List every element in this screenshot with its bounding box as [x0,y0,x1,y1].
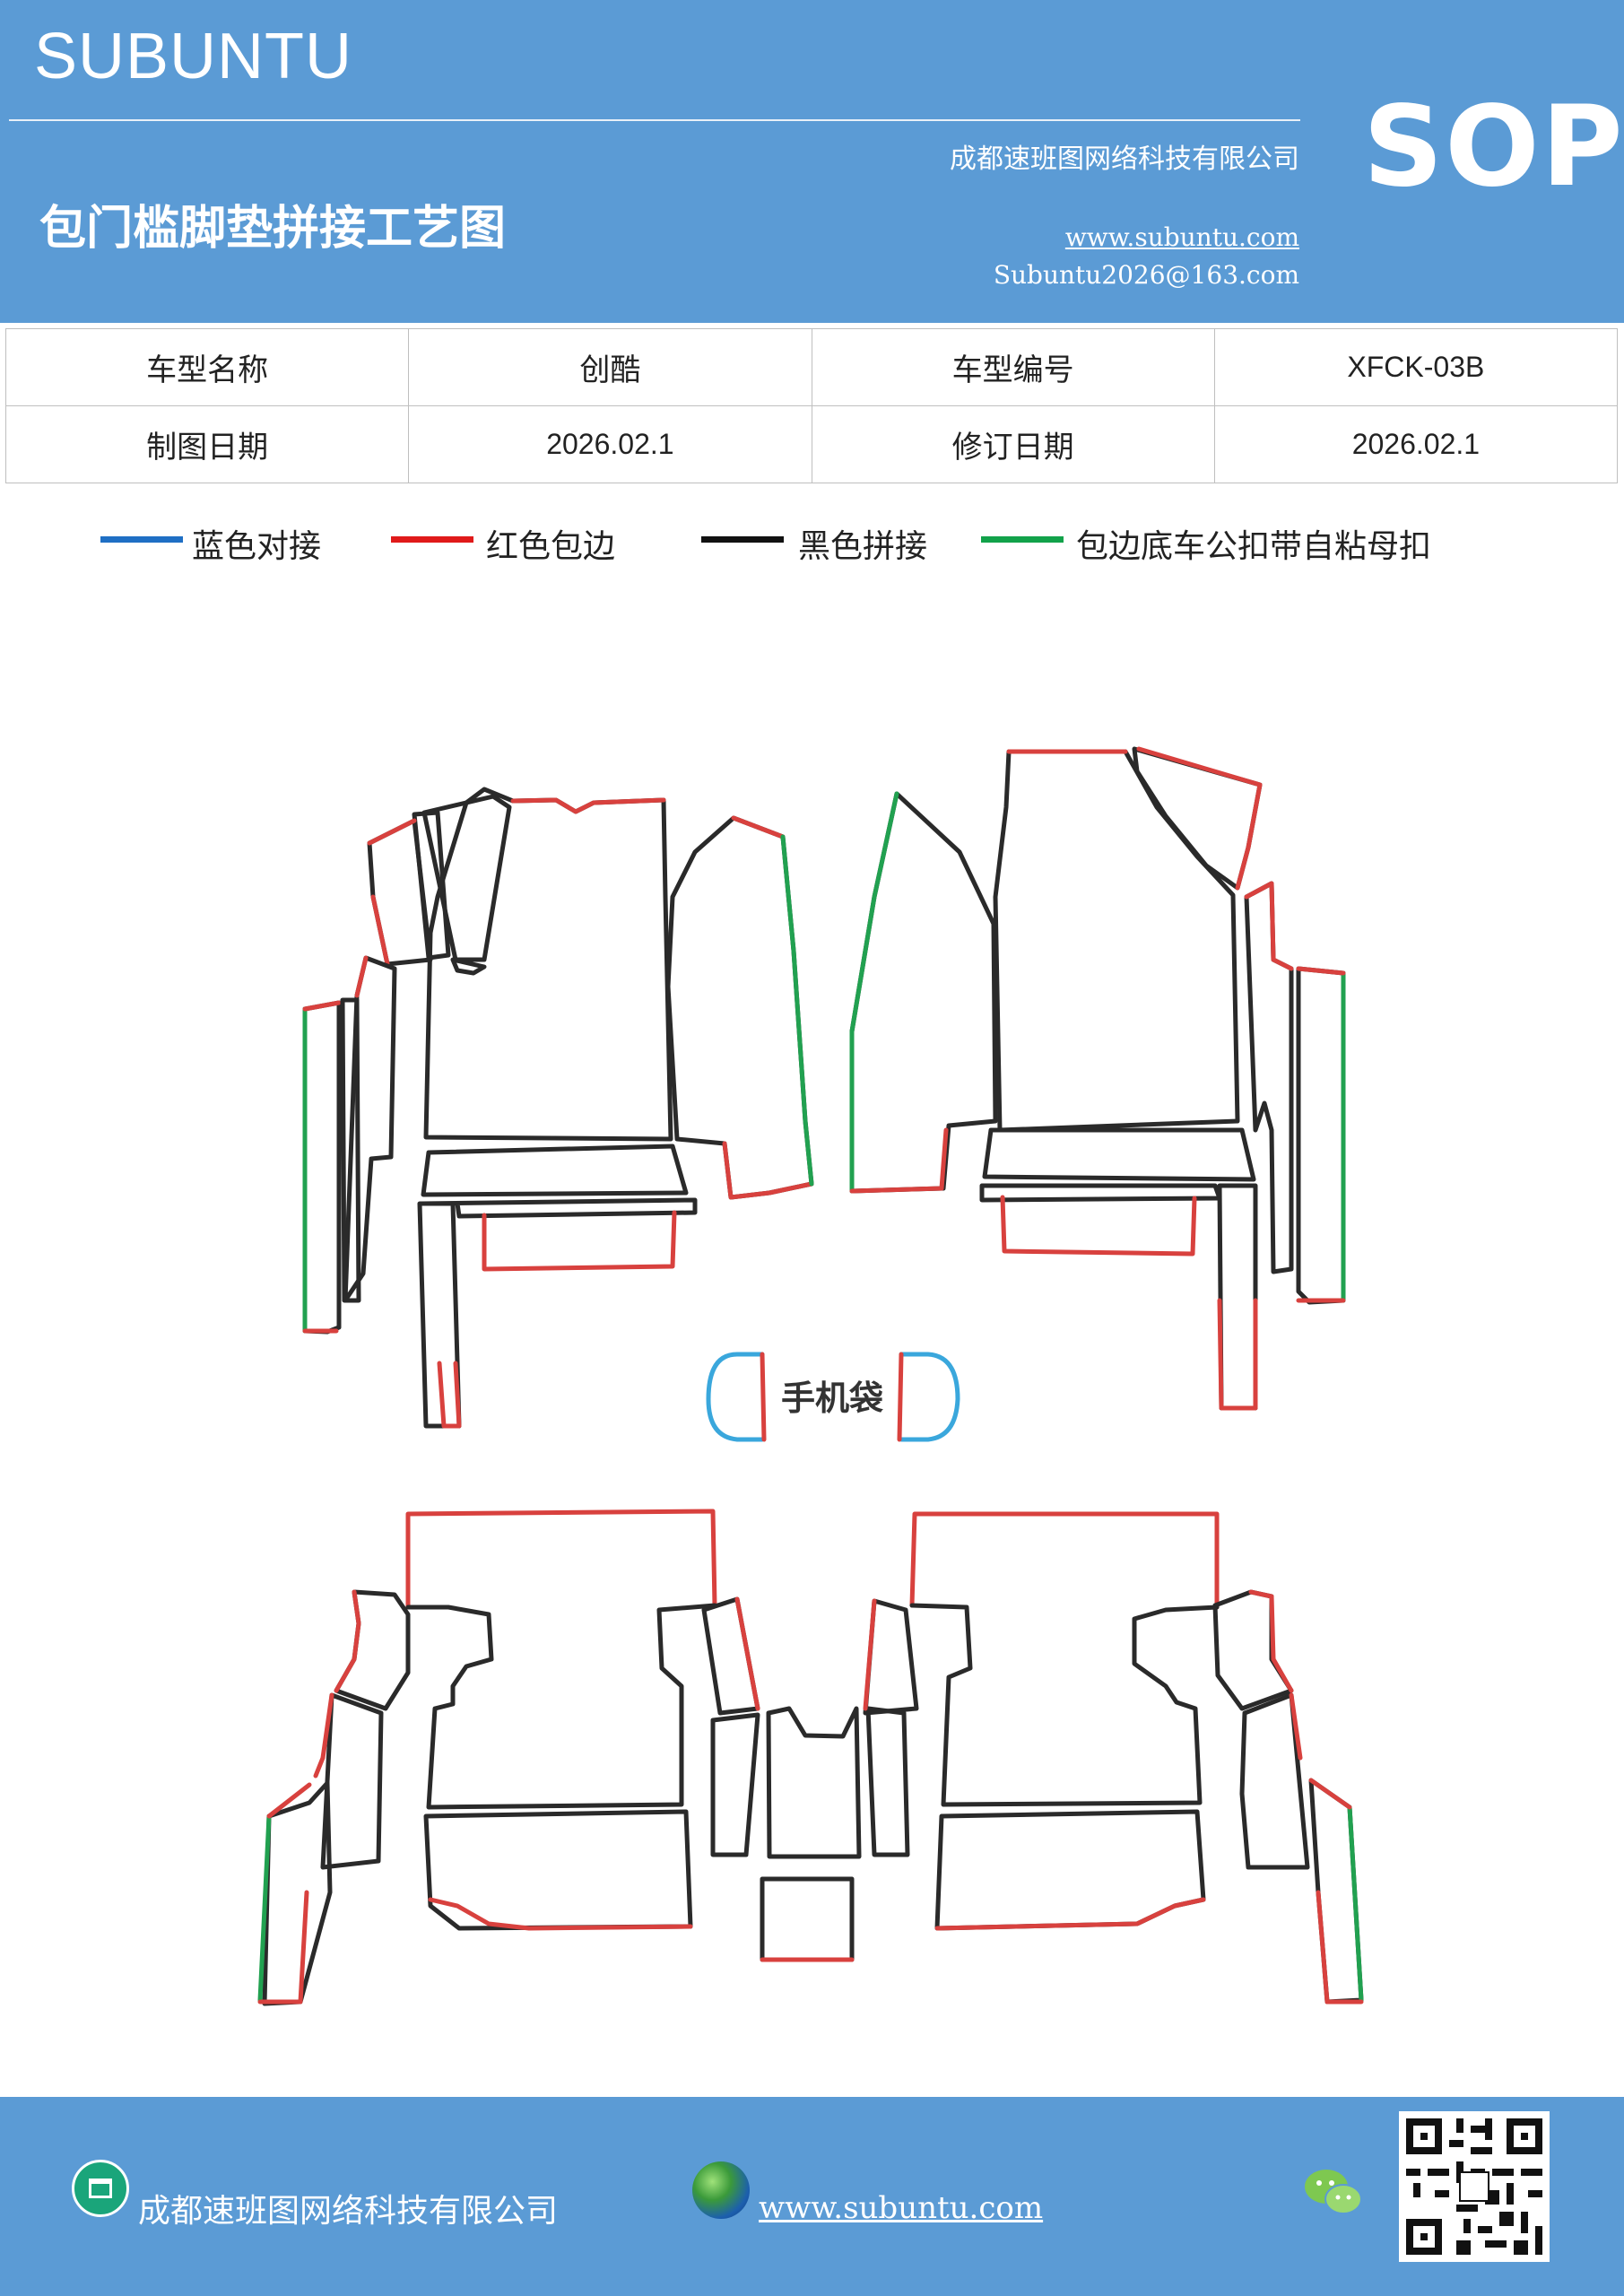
legend-swatch [100,536,183,543]
center-tunnel-mats [760,1706,862,1962]
header-website-link[interactable]: www.subuntu.com [1064,222,1299,252]
table-cell-label: 制图日期 [4,405,410,483]
wechat-icon[interactable] [1302,2165,1365,2219]
footer-website-link[interactable]: www.subuntu.com [759,2190,1044,2226]
header-email: Subuntu2026@163.com [993,260,1299,290]
table-row: 车型名称 创酷 车型编号 XFCK-03B [4,328,1619,406]
rear-right-mats [863,1511,1364,2005]
phone-pocket-left [706,1352,767,1442]
qr-code-icon [1399,2111,1550,2262]
legend-swatch [391,536,473,543]
legend-swatch [701,536,784,543]
front-right-mats [849,746,1346,1411]
brand-name: SUBUNTU [34,21,353,92]
phone-bag-label: 手机袋 [781,1378,883,1418]
table-cell-value: 创酷 [408,328,812,406]
phone-pocket-right [897,1352,960,1442]
table-cell-label: 车型名称 [4,328,410,406]
header-divider [9,119,1300,121]
table-row: 制图日期 2026.02.1 修订日期 2026.02.1 [4,405,1619,483]
front-left-mats [302,787,814,1429]
sop-badge: SOP [1363,83,1624,212]
table-cell-value: 2026.02.1 [1213,405,1619,483]
footer-company: 成都速班图网络科技有限公司 [138,2193,559,2230]
legend-label: 包边底车公扣带自粘母扣 [1076,528,1432,565]
globe-icon [692,2161,750,2219]
vehicle-info-table: 车型名称 创酷 车型编号 XFCK-03B 制图日期 2026.02.1 修订日… [4,328,1619,483]
header-banner: SUBUNTU 包门槛脚垫拼接工艺图 成都速班图网络科技有限公司 www.sub… [0,0,1624,323]
table-cell-value: XFCK-03B [1213,328,1619,406]
legend-label: 红色包边 [486,528,616,565]
legend-swatch [981,536,1064,543]
table-cell-value: 2026.02.1 [408,405,812,483]
header-company: 成都速班图网络科技有限公司 [950,144,1299,175]
legend-label: 黑色拼接 [798,528,928,565]
legend-label: 蓝色对接 [192,528,322,565]
table-cell-label: 车型编号 [811,328,1215,406]
building-icon [72,2160,129,2217]
page-title: 包门槛脚垫拼接工艺图 [39,201,507,256]
rear-left-mats [257,1509,760,2006]
footer-banner: 成都速班图网络科技有限公司 www.subuntu.com [0,2097,1624,2296]
table-cell-label: 修订日期 [811,405,1215,483]
